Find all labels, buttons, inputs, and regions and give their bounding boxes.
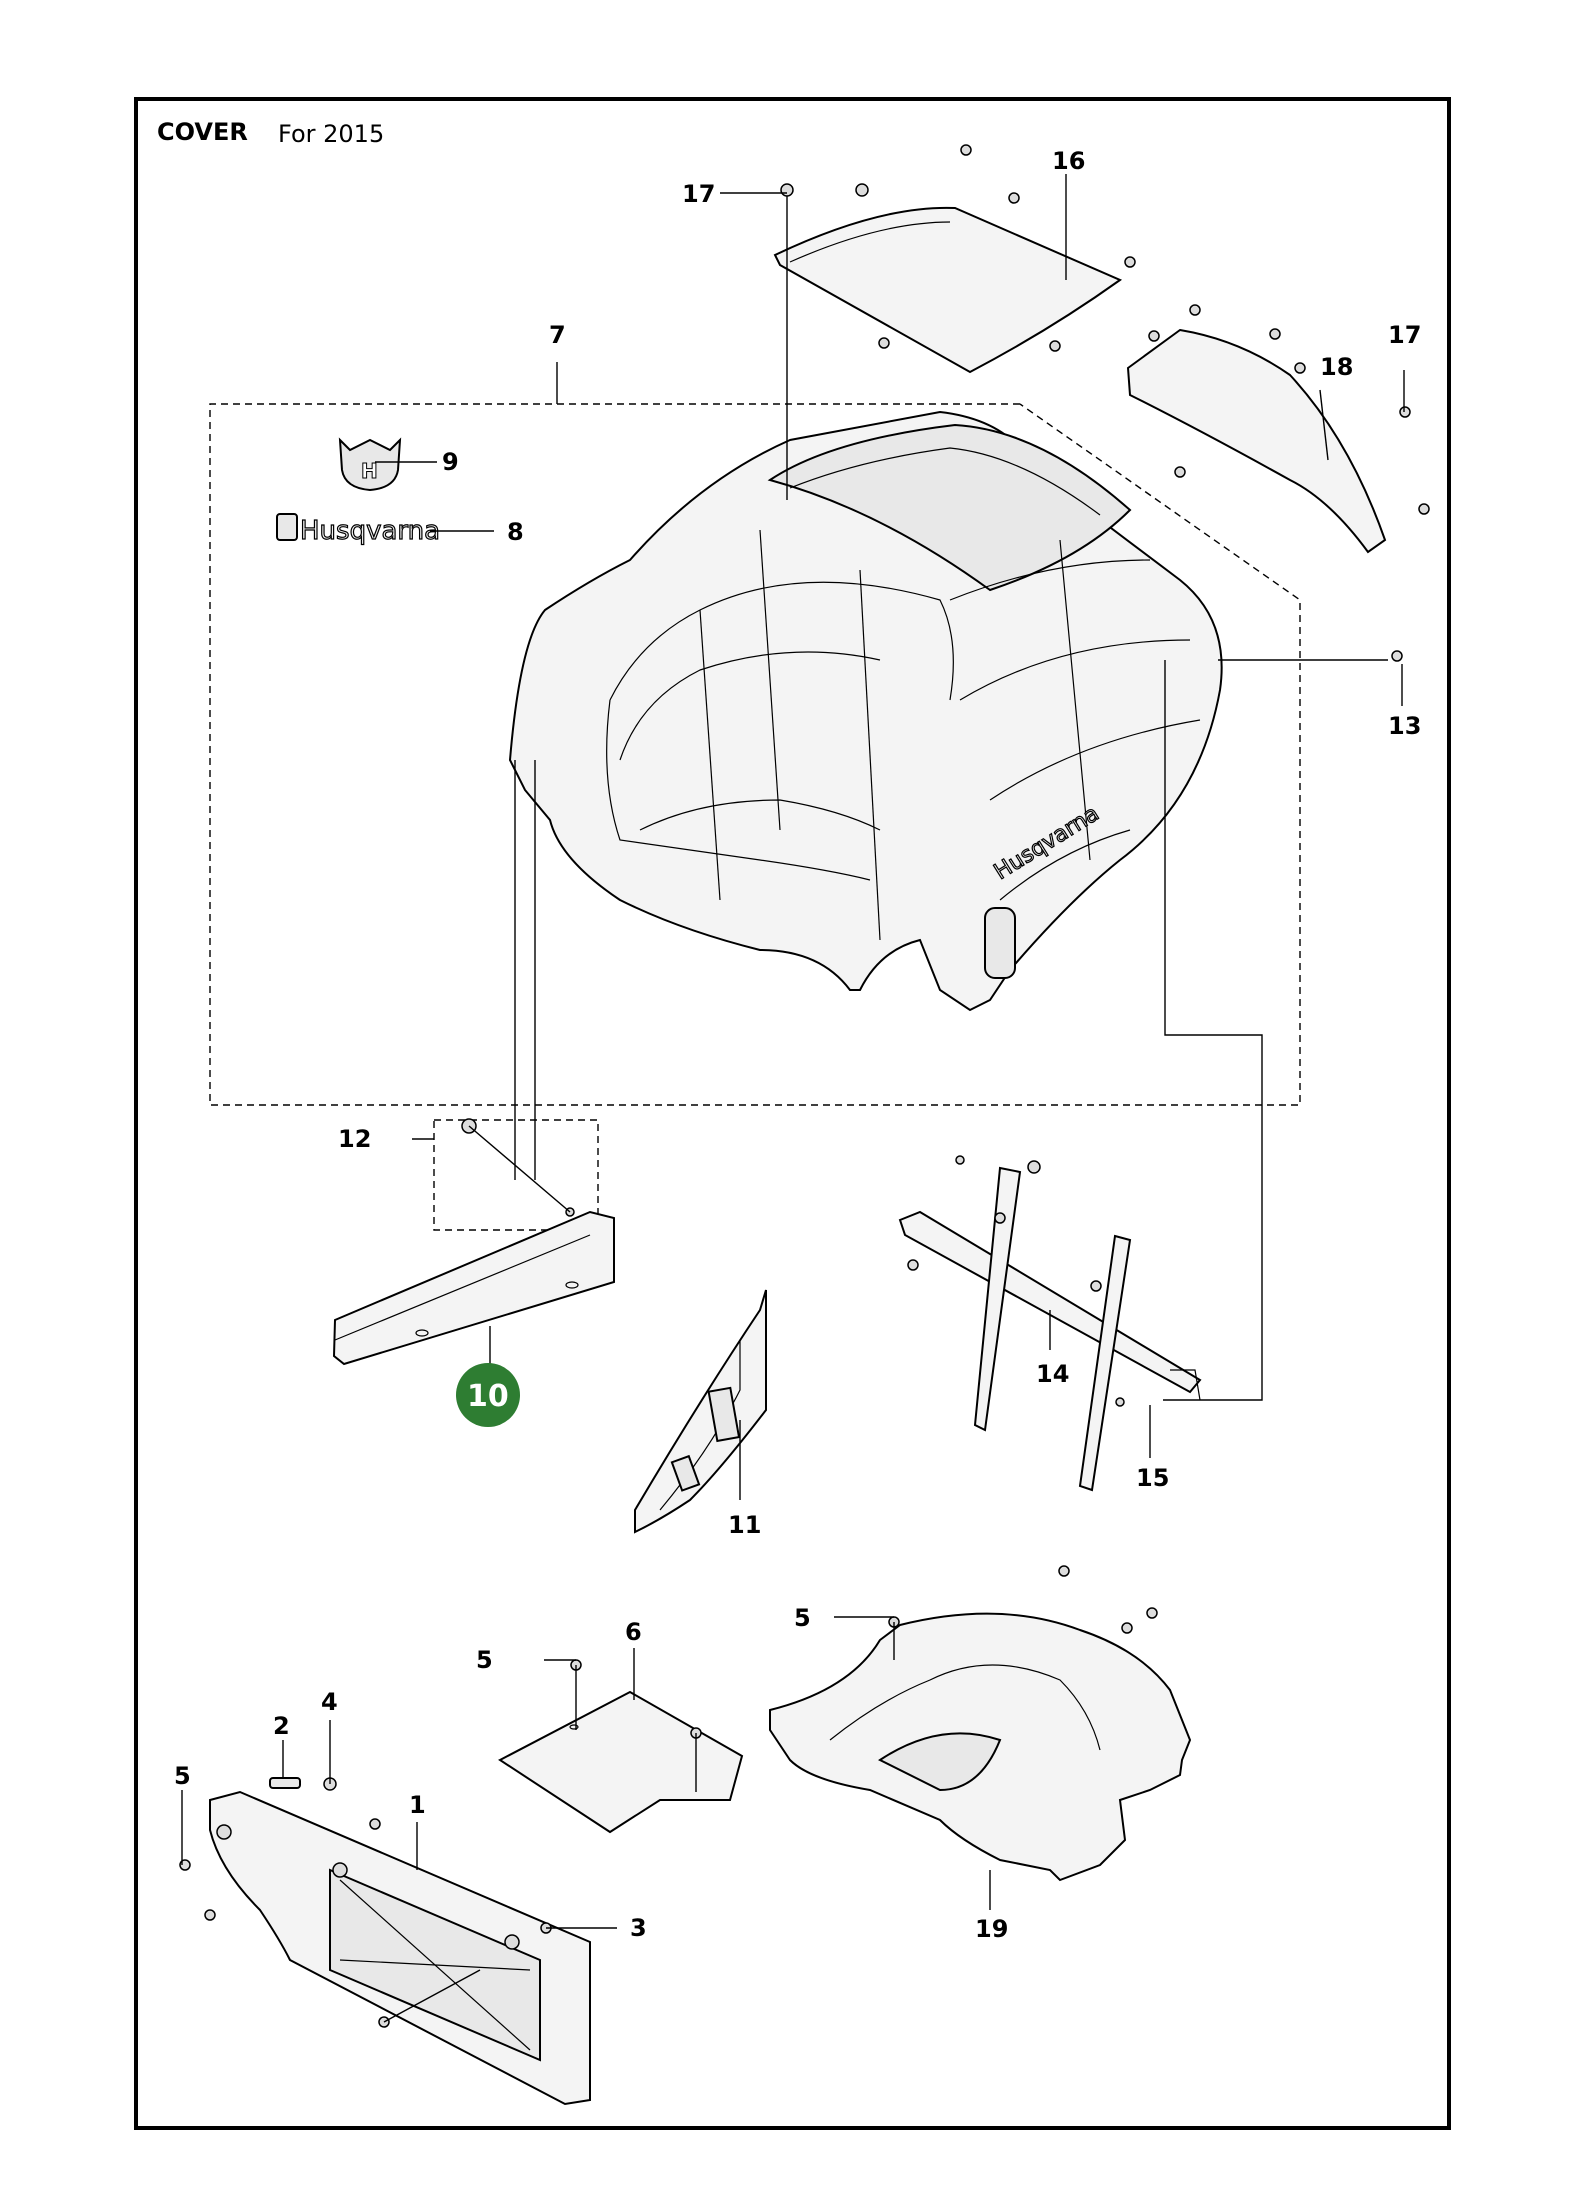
callout-9: 9 xyxy=(442,448,459,476)
callout-7: 7 xyxy=(549,321,566,349)
part-1-front-grille xyxy=(209,1790,591,2106)
callout-5a: 5 xyxy=(476,1646,493,1674)
callout-10: 10 xyxy=(467,1379,509,1414)
callout-17b: 17 xyxy=(1388,321,1421,349)
callout-5c: 5 xyxy=(174,1762,191,1790)
callout-4: 4 xyxy=(321,1688,338,1716)
callout-6: 6 xyxy=(625,1618,642,1646)
callout-18: 18 xyxy=(1320,353,1353,381)
callout-14: 14 xyxy=(1036,1360,1069,1388)
part-9-logo-emblem: H xyxy=(338,437,402,492)
page-title: COVER xyxy=(157,118,248,146)
diagram-frame xyxy=(134,97,1451,2130)
part-11-deflector-plate xyxy=(634,1289,767,1534)
callout-15: 15 xyxy=(1136,1464,1169,1492)
part-8-logo-sticker: Husqvarna xyxy=(276,513,441,547)
part-7-main-cover: Husqvarna xyxy=(508,410,1223,1012)
part-18-rear-panel xyxy=(1126,328,1387,554)
part-2-pin xyxy=(269,1777,301,1789)
callout-17a: 17 xyxy=(682,180,715,208)
part-19-lower-cover xyxy=(769,1612,1192,1882)
highlight-badge-10: 10 xyxy=(456,1363,520,1427)
callout-11: 11 xyxy=(728,1511,761,1539)
callout-19: 19 xyxy=(975,1915,1008,1943)
page-subtitle: For 2015 xyxy=(278,120,385,148)
callout-12: 12 xyxy=(338,1125,371,1153)
part-10-side-bracket xyxy=(332,1210,615,1366)
svg-text:H: H xyxy=(361,459,378,483)
part-16-top-panel xyxy=(773,206,1123,374)
callout-3: 3 xyxy=(630,1914,647,1942)
callout-16: 16 xyxy=(1052,147,1085,175)
callout-2: 2 xyxy=(273,1712,290,1740)
callout-13: 13 xyxy=(1388,712,1421,740)
callout-5b: 5 xyxy=(794,1604,811,1632)
callout-1: 1 xyxy=(409,1791,426,1819)
sticker-brand-text: Husqvarna xyxy=(300,516,440,546)
group-box-7 xyxy=(209,403,1301,1106)
callout-8: 8 xyxy=(507,518,524,546)
part-6-bottom-plate xyxy=(498,1690,744,1834)
group-box-12 xyxy=(433,1119,599,1231)
part-14-support-frame xyxy=(898,1166,1202,1492)
leader-lines xyxy=(181,174,1405,2023)
